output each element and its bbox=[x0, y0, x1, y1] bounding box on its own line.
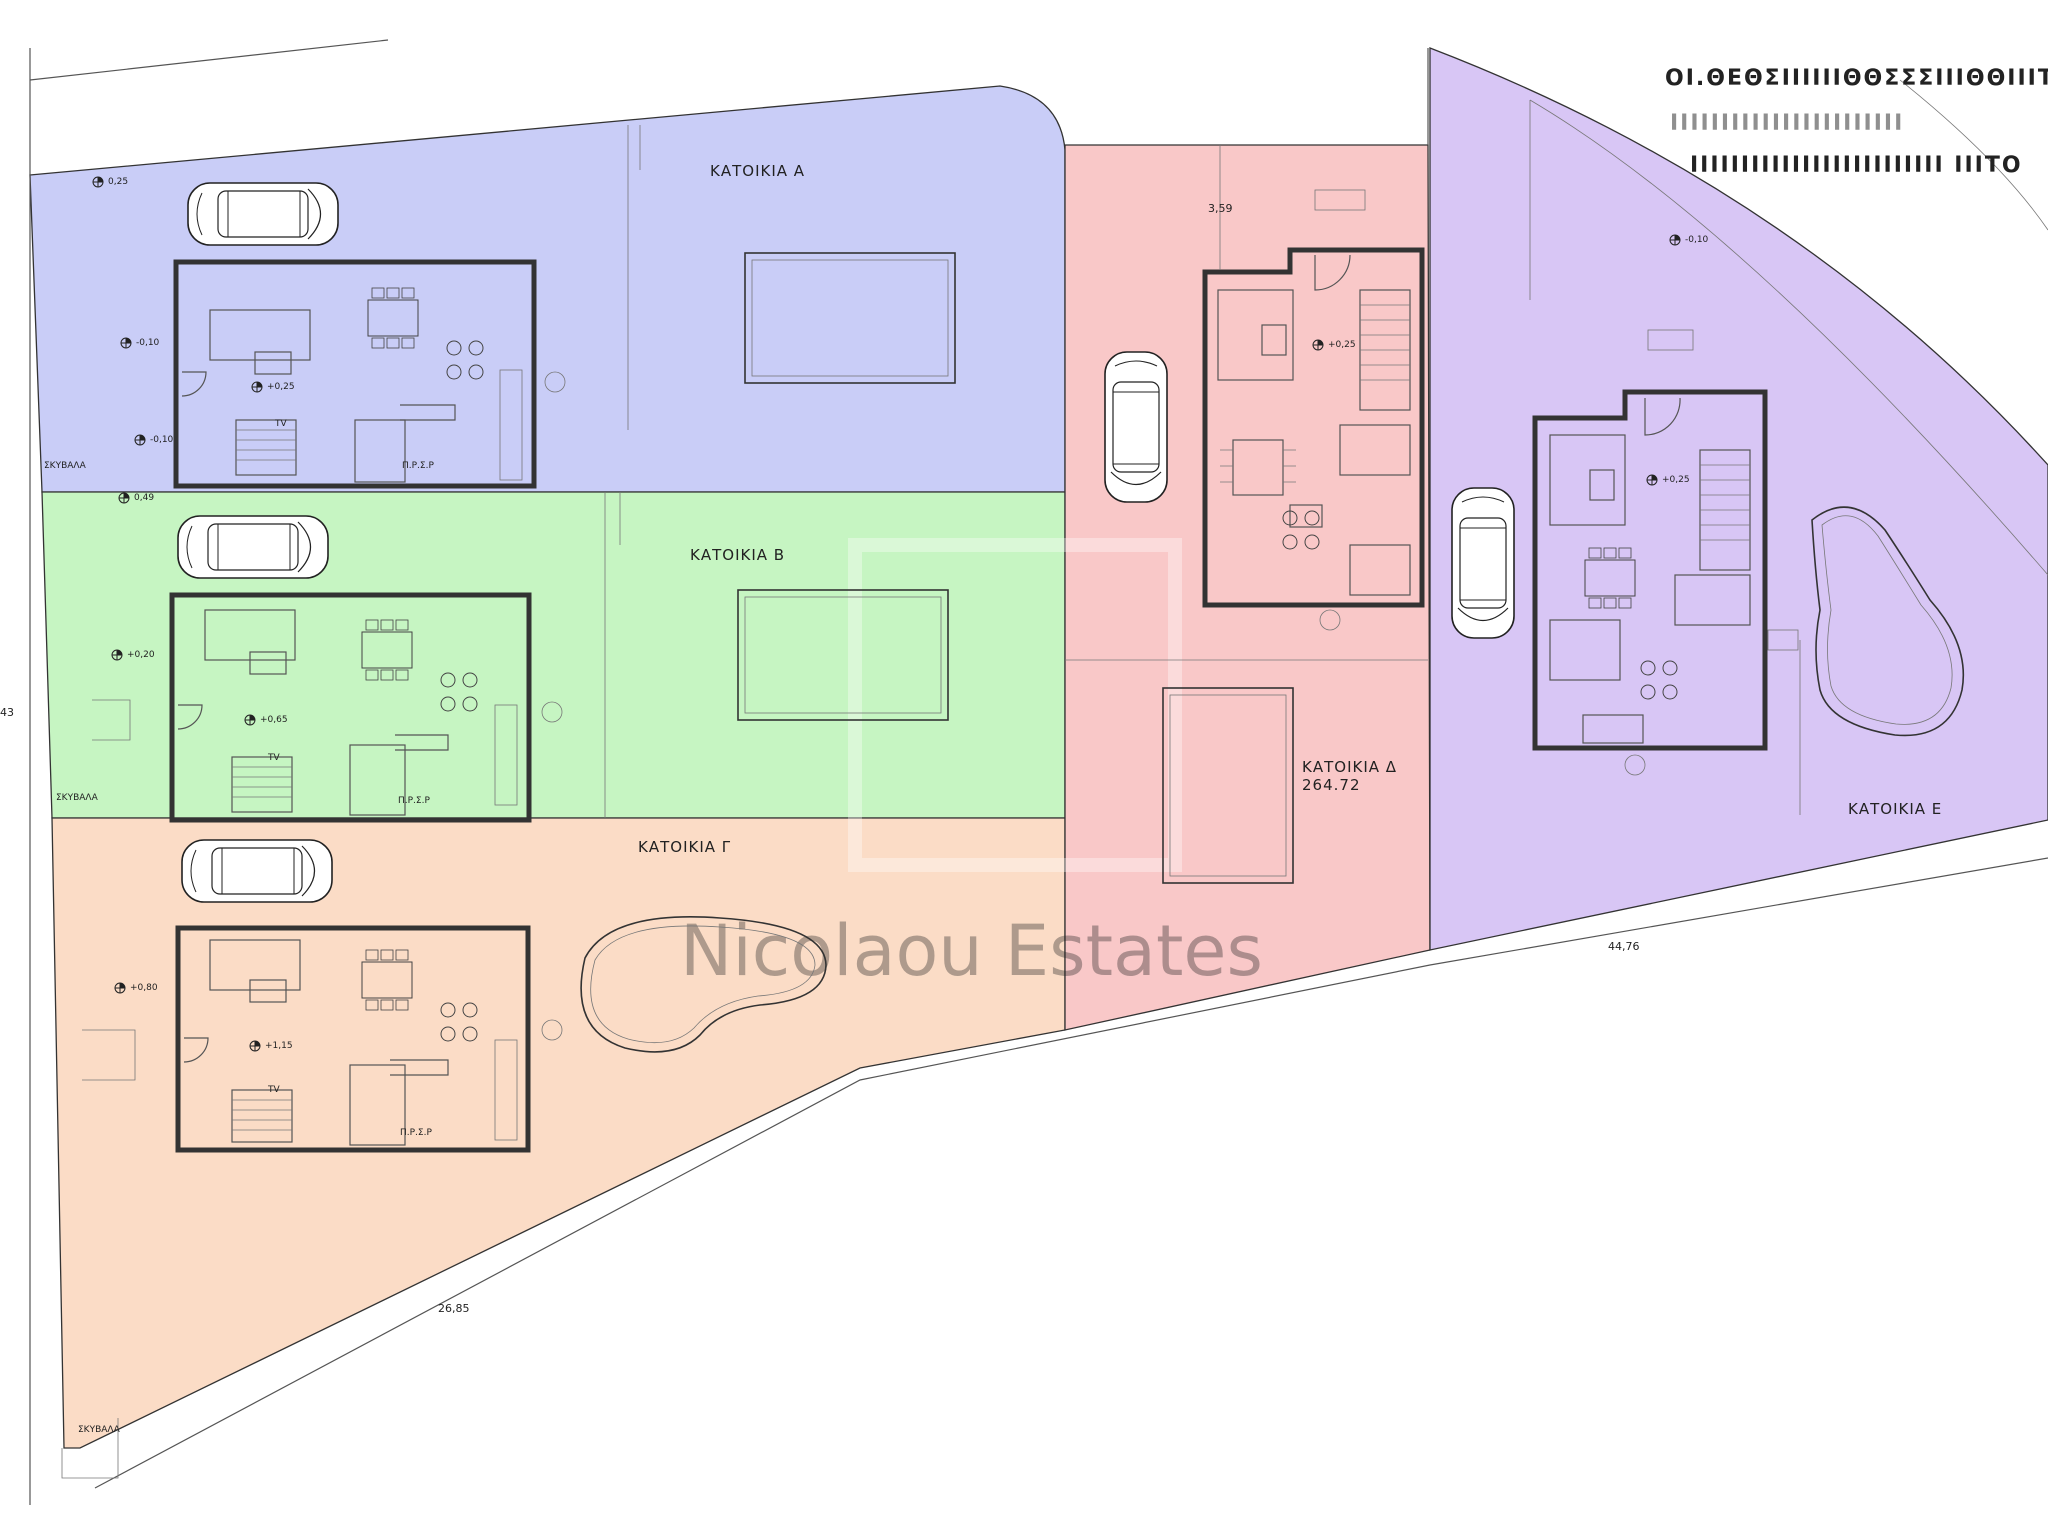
site-boundary bbox=[29, 39, 2048, 1505]
lot-b-label: ΚΑΤΟΙΚΙΑ Β bbox=[690, 546, 785, 564]
lot-d bbox=[1064, 144, 1431, 1031]
house-g-plan bbox=[82, 925, 563, 1153]
utility-label-g: Π.Ρ.Σ.Ρ bbox=[400, 1128, 432, 1138]
storage-label-g: ΣΚΥΒΑΛΑ bbox=[78, 1425, 121, 1435]
lot-d-label: ΚΑΤΟΙΚΙΑ Δ bbox=[1302, 758, 1397, 776]
dimension-left-side: 43 bbox=[0, 706, 14, 719]
storage-label-a: ΣΚΥΒΑΛΑ bbox=[44, 461, 87, 471]
svg-text:0,49: 0,49 bbox=[134, 493, 154, 503]
level-markers: 0,25 -0,10 +0,25 -0,10 0,49 +0,20 +0,65 … bbox=[92, 176, 1709, 1052]
svg-text:+0,65: +0,65 bbox=[260, 715, 288, 725]
pool-d bbox=[1162, 687, 1294, 884]
utility-label-b: Π.Ρ.Σ.Ρ bbox=[398, 796, 430, 806]
tv-label-b: TV bbox=[267, 753, 280, 763]
header-line-3: ΙΙΙΙΙΙΙΙΙΙΙΙΙΙΙΙΙΙΙΙΙΙΙΙΙ ΙΙΙΤΟ bbox=[1690, 153, 2023, 178]
pool-a bbox=[744, 252, 956, 384]
dimension-house-d-top: 3,59 bbox=[1208, 202, 1233, 215]
house-b-plan bbox=[92, 592, 563, 823]
watermark: Nicolaou Estates bbox=[680, 910, 1263, 992]
svg-text:-0,10: -0,10 bbox=[136, 338, 160, 348]
svg-text:-0,10: -0,10 bbox=[1685, 235, 1709, 245]
pool-b bbox=[737, 589, 949, 721]
svg-text:+0,25: +0,25 bbox=[1328, 340, 1356, 350]
lot-a-label: ΚΑΤΟΙΚΙΑ Α bbox=[710, 162, 805, 180]
header-line-1: ΟΙ.ΘΕΘΣΙΙΙΙΙΙΘΘΣΣΣΙΙΙΘΘΙΙΙΤ.Θ bbox=[1665, 66, 2048, 91]
header-line-2: ΙΙΙΙΙΙΙΙΙΙΙΙΙΙΙΙΙΙΙΙΙΙΙ bbox=[1670, 111, 1904, 136]
lot-e-label: ΚΑΤΟΙΚΙΑ Ε bbox=[1848, 800, 1942, 818]
lot-e bbox=[1429, 47, 2048, 951]
pool-g bbox=[580, 916, 827, 1053]
svg-text:+1,15: +1,15 bbox=[265, 1041, 293, 1051]
tv-label-g: TV bbox=[267, 1085, 280, 1095]
dimension-bottom-left: 26,85 bbox=[438, 1302, 470, 1315]
svg-text:0,25: 0,25 bbox=[108, 177, 128, 187]
svg-text:+0,25: +0,25 bbox=[1662, 475, 1690, 485]
lot-d-area: 264.72 bbox=[1302, 776, 1361, 794]
tv-label-a: TV bbox=[274, 419, 287, 429]
house-e-plan bbox=[1532, 329, 1799, 776]
svg-text:+0,20: +0,20 bbox=[127, 650, 155, 660]
utility-label-a: Π.Ρ.Σ.Ρ bbox=[402, 461, 434, 471]
watermark-logo bbox=[848, 538, 1182, 872]
house-a-plan bbox=[173, 259, 566, 489]
svg-text:+0,80: +0,80 bbox=[130, 983, 158, 993]
lot-a bbox=[29, 85, 1066, 493]
lot-g-label: ΚΑΤΟΙΚΙΑ Γ bbox=[638, 838, 731, 856]
storage-label-b: ΣΚΥΒΑΛΑ bbox=[56, 793, 99, 803]
house-d-plan bbox=[1202, 189, 1425, 631]
svg-text:+0,25: +0,25 bbox=[267, 382, 295, 392]
dimension-bottom-right: 44,76 bbox=[1608, 940, 1640, 953]
svg-text:-0,10: -0,10 bbox=[150, 435, 174, 445]
pool-e bbox=[1811, 506, 1965, 737]
